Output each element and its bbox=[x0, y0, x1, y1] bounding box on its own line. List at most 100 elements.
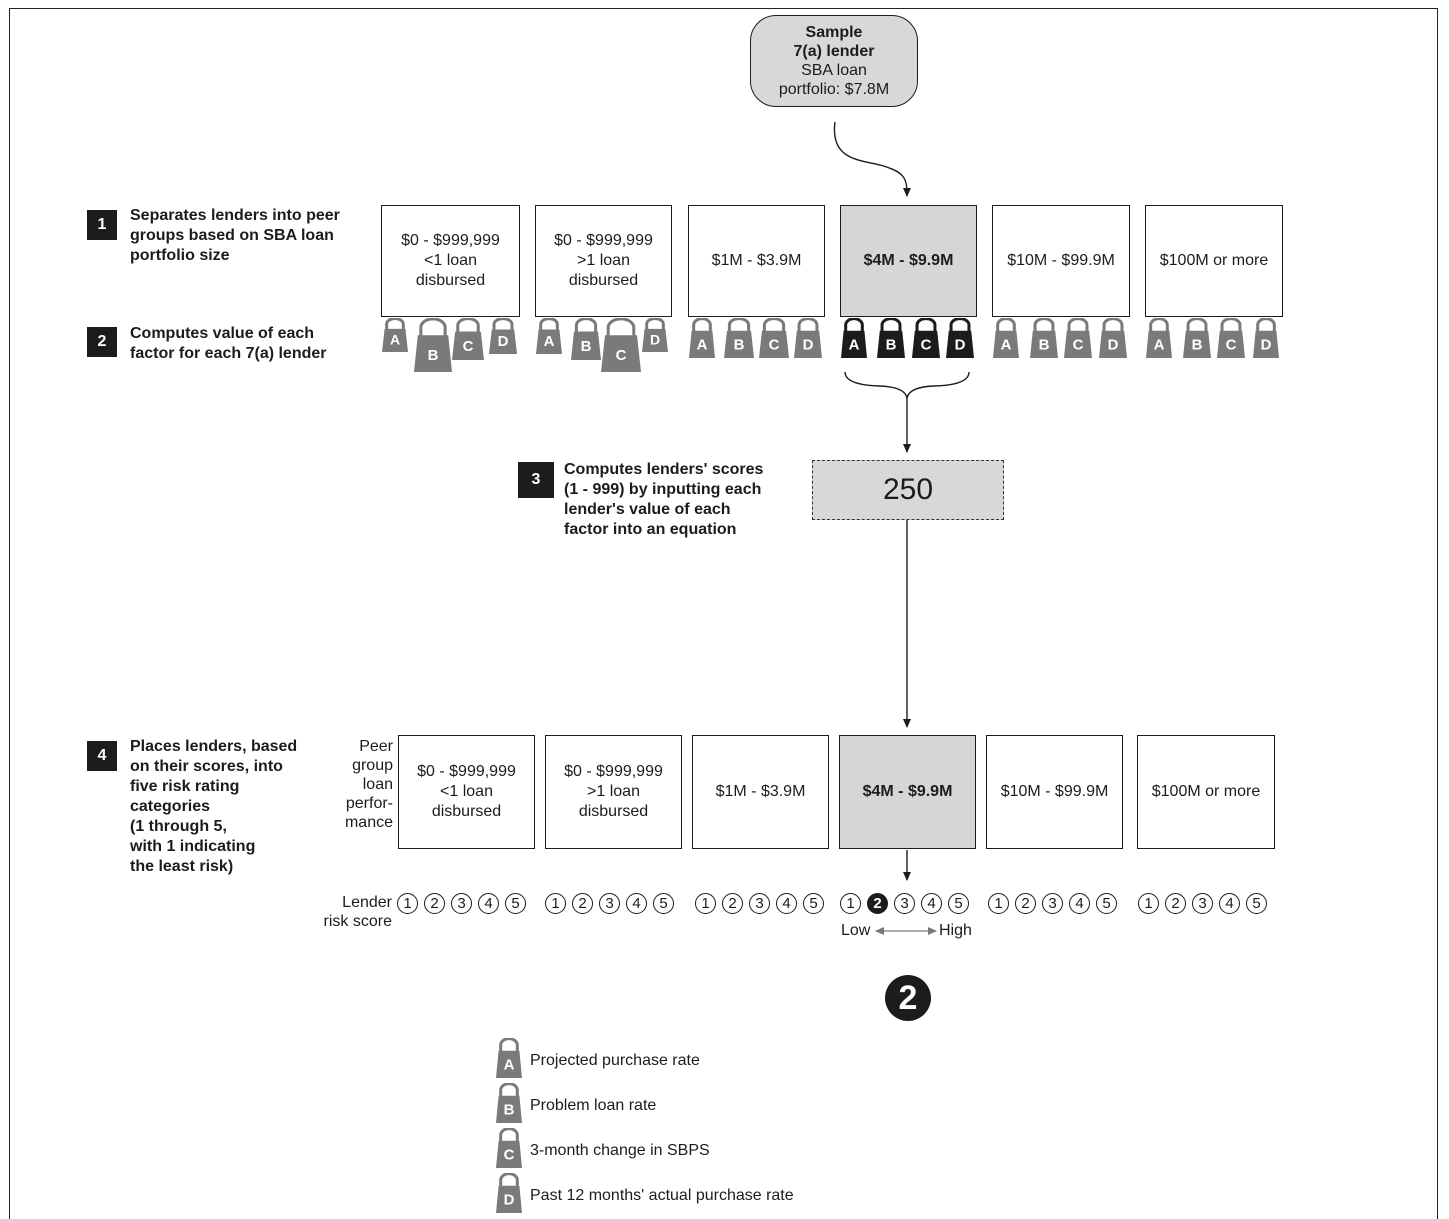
factor-weight-b-icon: B bbox=[724, 318, 755, 358]
peer-group-box: $100M or more bbox=[1145, 205, 1283, 317]
factor-letter: B bbox=[734, 336, 745, 353]
legend-weight-d-icon: D bbox=[496, 1173, 522, 1213]
factor-weight-c-icon: C bbox=[911, 318, 940, 358]
factor-brace bbox=[844, 371, 970, 399]
peer-group-box: $1M - $3.9M bbox=[692, 735, 829, 849]
risk-score-circle: 2 bbox=[1165, 893, 1186, 914]
factor-letter: C bbox=[504, 1146, 515, 1163]
risk-score-circle: 3 bbox=[599, 893, 620, 914]
factor-letter: D bbox=[497, 333, 508, 350]
lender-risk-score-label: Lender risk score bbox=[323, 894, 392, 930]
step-2-badge: 2 bbox=[87, 327, 117, 357]
risk-score-circle: 1 bbox=[840, 893, 861, 914]
risk-score-circle: 2 bbox=[424, 893, 445, 914]
peer-group-box: $0 - $999,999 <1 loan disbursed bbox=[398, 735, 535, 849]
factor-weight-d-icon: D bbox=[1252, 318, 1279, 358]
step-3-text: Computes lenders' scores (1 - 999) by in… bbox=[564, 461, 764, 538]
factor-letter: B bbox=[504, 1101, 515, 1118]
step-4-badge: 4 bbox=[87, 741, 117, 771]
risk-score-circle: 1 bbox=[695, 893, 716, 914]
legend-weight-a-icon: A bbox=[496, 1038, 522, 1078]
peer-group-box: $100M or more bbox=[1137, 735, 1275, 849]
risk-score-circle: 2 bbox=[722, 893, 743, 914]
factor-weight-b-icon: B bbox=[414, 318, 453, 372]
lender-score-box: 250 bbox=[812, 460, 1004, 520]
factor-letter: D bbox=[650, 332, 660, 348]
peer-group-performance-label: Peer group loan perfor- mance bbox=[344, 738, 393, 831]
risk-score-circle: 2 bbox=[572, 893, 593, 914]
peer-group-box: $10M - $99.9M bbox=[986, 735, 1123, 849]
risk-score-circle: 5 bbox=[948, 893, 969, 914]
risk-score-circle: 3 bbox=[894, 893, 915, 914]
factor-letter: D bbox=[802, 336, 813, 353]
low-label: Low bbox=[841, 922, 871, 939]
factor-weight-c-icon: C bbox=[758, 318, 789, 358]
factor-weight-a-icon: A bbox=[536, 318, 563, 354]
factor-letter: B bbox=[581, 338, 592, 355]
risk-score-circle: 3 bbox=[451, 893, 472, 914]
risk-score-circle-selected: 2 bbox=[867, 893, 888, 914]
risk-score-circle: 1 bbox=[988, 893, 1009, 914]
factor-weight-c-icon: C bbox=[1064, 318, 1093, 358]
risk-score-circle: 5 bbox=[505, 893, 526, 914]
sample-lender-title: Sample 7(a) lender bbox=[793, 24, 875, 60]
step-1-badge: 1 bbox=[87, 210, 117, 240]
risk-score-circle: 4 bbox=[626, 893, 647, 914]
legend-weight-b-icon: B bbox=[496, 1083, 522, 1123]
risk-score-circle: 4 bbox=[1219, 893, 1240, 914]
factor-letter: C bbox=[768, 336, 779, 353]
risk-score-circle: 1 bbox=[545, 893, 566, 914]
result-risk-score-badge: 2 bbox=[885, 975, 931, 1021]
sample-lender-box: Sample 7(a) lender SBA loan portfolio: $… bbox=[750, 15, 918, 107]
risk-score-circle: 3 bbox=[1192, 893, 1213, 914]
factor-letter: A bbox=[697, 336, 708, 353]
factor-letter: B bbox=[886, 336, 897, 353]
factor-letter: C bbox=[615, 347, 626, 364]
factor-letter: C bbox=[920, 336, 931, 353]
factor-letter: B bbox=[1038, 336, 1049, 353]
factor-letter: A bbox=[390, 332, 400, 348]
factor-letter: A bbox=[849, 336, 860, 353]
factor-letter: A bbox=[504, 1056, 515, 1073]
factor-letter: C bbox=[462, 338, 473, 355]
peer-group-box: $0 - $999,999 >1 loan disbursed bbox=[545, 735, 682, 849]
peer-group-box: $0 - $999,999 >1 loan disbursed bbox=[535, 205, 672, 317]
factor-letter: D bbox=[504, 1191, 515, 1208]
risk-score-circle: 4 bbox=[921, 893, 942, 914]
factor-weight-a-icon: A bbox=[993, 318, 1020, 358]
factor-letter: A bbox=[1154, 336, 1165, 353]
factor-weight-d-icon: D bbox=[945, 318, 974, 358]
step-4-text: Places lenders, based on their scores, i… bbox=[130, 738, 298, 875]
risk-score-circle: 3 bbox=[749, 893, 770, 914]
factor-letter: A bbox=[544, 333, 555, 350]
factor-letter: A bbox=[1001, 336, 1012, 353]
risk-score-circle: 5 bbox=[1246, 893, 1267, 914]
factor-letter: B bbox=[428, 347, 439, 364]
factor-letter: D bbox=[1260, 336, 1271, 353]
factor-weight-c-icon: C bbox=[1217, 318, 1246, 358]
risk-score-circle: 1 bbox=[397, 893, 418, 914]
factor-weight-d-icon: D bbox=[1098, 318, 1127, 358]
risk-score-circle: 4 bbox=[776, 893, 797, 914]
legend-label: Projected purchase rate bbox=[530, 1052, 700, 1069]
legend-label: Past 12 months' actual purchase rate bbox=[530, 1187, 794, 1204]
factor-weight-a-icon: A bbox=[841, 318, 868, 358]
factor-weight-d-icon: D bbox=[488, 318, 517, 354]
risk-score-circle: 2 bbox=[1015, 893, 1036, 914]
legend-weight-c-icon: C bbox=[496, 1128, 522, 1168]
step-3-badge: 3 bbox=[518, 462, 554, 498]
factor-letter: C bbox=[1226, 336, 1237, 353]
factor-letter: D bbox=[954, 336, 965, 353]
factor-weight-c-icon: C bbox=[600, 318, 641, 372]
factor-weight-b-icon: B bbox=[571, 318, 602, 360]
legend-label: 3-month change in SBPS bbox=[530, 1142, 710, 1159]
factor-weight-b-icon: B bbox=[1182, 318, 1211, 358]
sample-lender-detail: SBA loan portfolio: $7.8M bbox=[778, 62, 890, 98]
legend-label: Problem loan rate bbox=[530, 1097, 657, 1114]
peer-group-box: $10M - $99.9M bbox=[992, 205, 1130, 317]
risk-score-circle: 4 bbox=[1069, 893, 1090, 914]
factor-weight-c-icon: C bbox=[451, 318, 484, 360]
risk-score-circle: 4 bbox=[478, 893, 499, 914]
peer-group-box-selected: $4M - $9.9M bbox=[840, 205, 977, 317]
